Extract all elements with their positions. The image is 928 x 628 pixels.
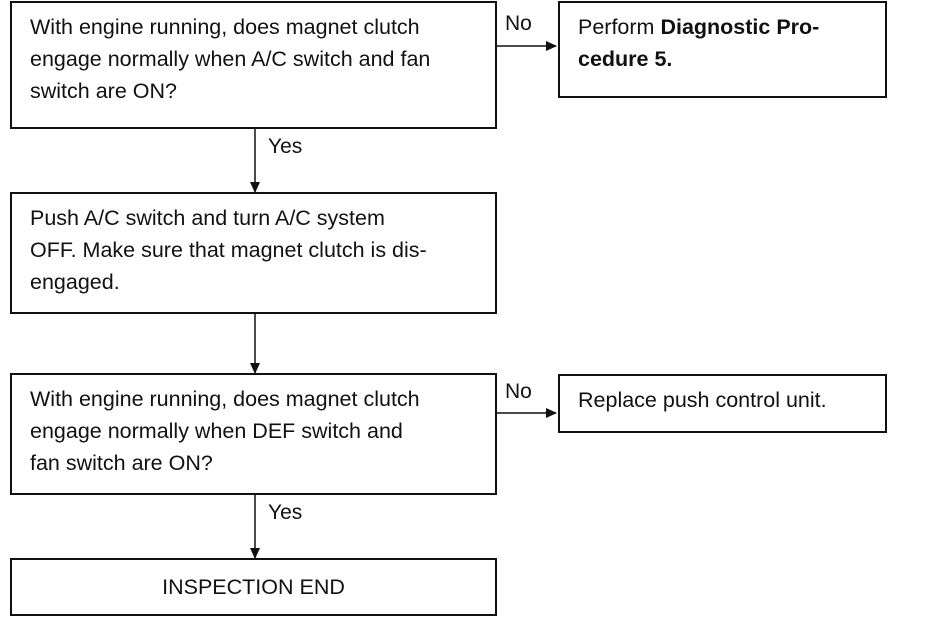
edge-label-q1-no: No xyxy=(505,12,532,35)
decision-box-q2: With engine running, does magnet clutch … xyxy=(10,373,497,495)
process-box-step1: Push A/C switch and turn A/C system OFF.… xyxy=(10,192,497,314)
edge-label-q1-yes: Yes xyxy=(268,135,303,158)
terminal-end-text: INSPECTION END xyxy=(162,574,345,599)
decision-q2-text: With engine running, does magnet clutch … xyxy=(30,387,420,475)
result-r2-text: Replace push control unit. xyxy=(578,388,827,412)
result-r1-text: Perform Diagnostic Pro- cedure 5. xyxy=(578,11,871,75)
edge-label-q2-yes: Yes xyxy=(268,501,303,524)
result-box-replace-unit: Replace push control unit. xyxy=(558,374,887,433)
result-box-diagnostic-procedure: Perform Diagnostic Pro- cedure 5. xyxy=(558,1,887,98)
decision-box-q1: With engine running, does magnet clutch … xyxy=(10,1,497,129)
decision-q1-text: With engine running, does magnet clutch … xyxy=(30,15,431,103)
terminal-box-end: INSPECTION END xyxy=(10,558,497,616)
edge-label-q2-no: No xyxy=(505,380,532,403)
result-r1-bold: Diagnostic Pro- cedure 5. xyxy=(578,15,820,71)
result-r1-prefix: Perform xyxy=(578,15,661,39)
process-step1-text: Push A/C switch and turn A/C system OFF.… xyxy=(30,206,427,294)
